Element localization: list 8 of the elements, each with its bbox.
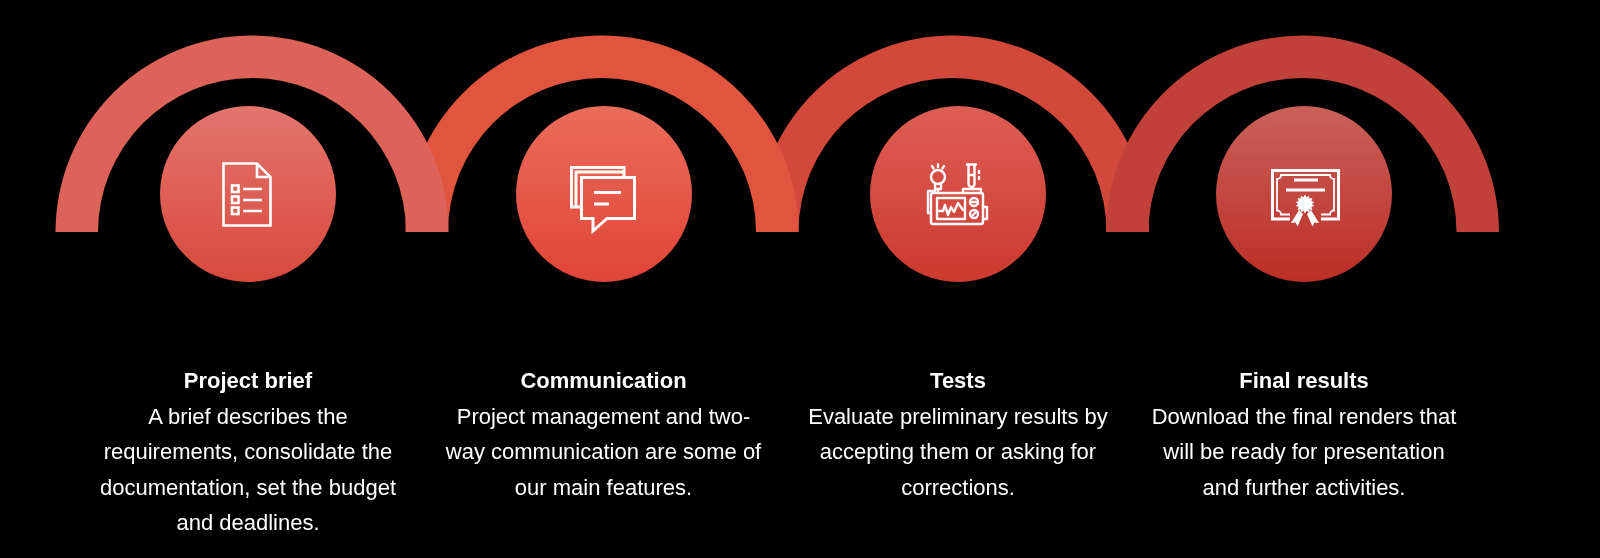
step-description: Project management and two-way communication are some of our main features.	[444, 402, 763, 502]
step-description: Evaluate preliminary results by accepting them or asking for corrections.	[807, 402, 1109, 502]
step-title: Communication	[519, 367, 688, 395]
step-title: Project brief	[182, 367, 314, 395]
step-title: Tests	[929, 367, 987, 395]
step-description: Download the final renders that will be ready for presentation and further activities.	[1150, 402, 1458, 502]
step-description: A brief describes the requirements, consolidate the documentation, set the budget and deadlines.	[99, 402, 397, 537]
step-title: Final results	[1238, 367, 1370, 395]
